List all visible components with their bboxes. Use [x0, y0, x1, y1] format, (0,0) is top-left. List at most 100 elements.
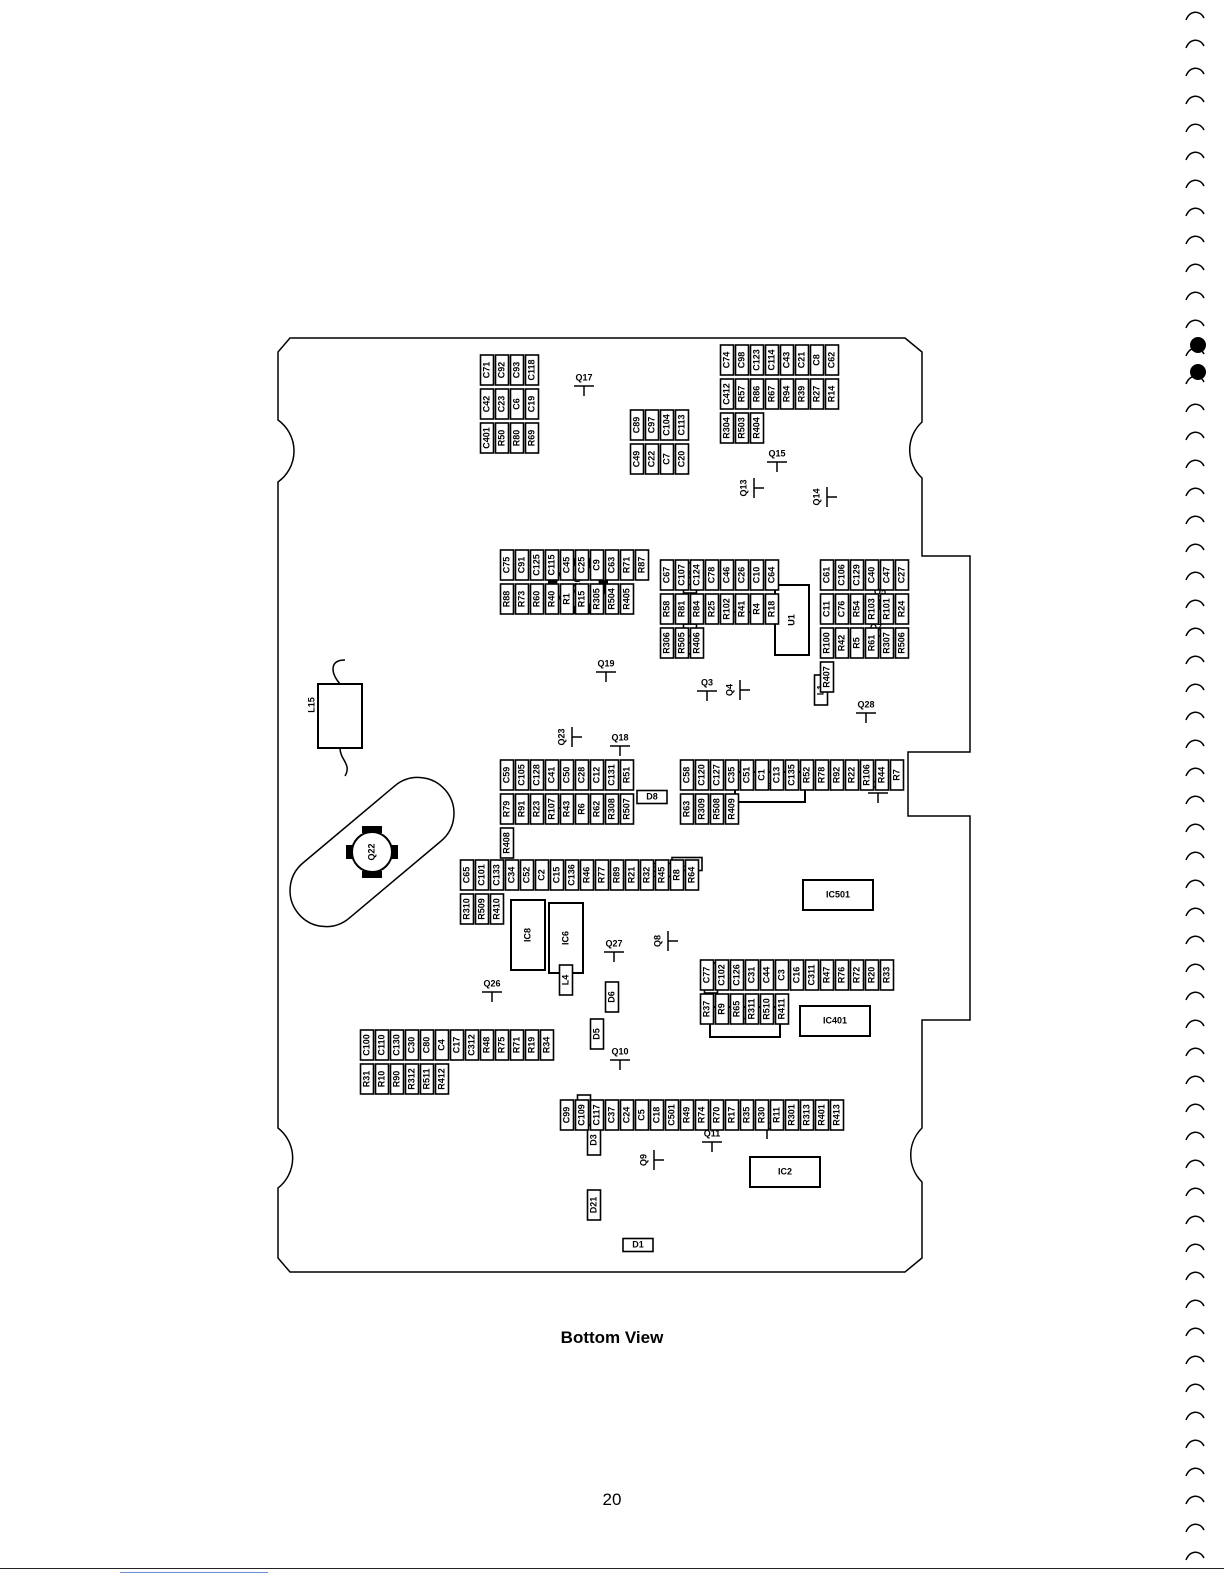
symbol-q9: [653, 1150, 664, 1170]
label-r510: R510: [761, 998, 771, 1020]
label-r1: R1: [561, 593, 571, 605]
label-r67: R67: [766, 386, 776, 403]
label-r88: R88: [501, 591, 511, 608]
pad-r31: [359, 1063, 375, 1095]
page-number: 20: [602, 1490, 622, 1509]
pad-r48: [479, 1029, 495, 1061]
pad-c67: [659, 559, 675, 591]
label-r309: R309: [696, 798, 706, 820]
label-c47: C47: [881, 567, 891, 584]
binding-ring: [1185, 487, 1205, 497]
pad-r30: [754, 1099, 770, 1131]
label-r509: R509: [476, 898, 486, 920]
label-c59: C59: [501, 767, 511, 784]
symbol-q4: [739, 680, 750, 700]
label-r10: R10: [376, 1071, 386, 1088]
pad-r90: [389, 1063, 405, 1095]
label-c46: C46: [721, 567, 731, 584]
pad-c97: [644, 409, 660, 441]
label-r37: R37: [701, 1001, 711, 1018]
binding-ring: [1185, 11, 1205, 21]
label-c8: C8: [811, 354, 821, 366]
pad-r46: [579, 859, 595, 891]
pad-r54: [849, 593, 865, 625]
pad-c22: [644, 443, 660, 475]
pad-r100: [819, 627, 835, 659]
label-c114: C114: [766, 349, 776, 370]
pad-r15: [574, 583, 590, 615]
pad-c115: [544, 549, 560, 581]
pad-r57: [734, 378, 750, 410]
symbol-q13: [753, 478, 764, 498]
label-c104: C104: [661, 414, 671, 436]
pad-r305: [589, 583, 605, 615]
pad-r67: [764, 378, 780, 410]
label-c65: C65: [461, 867, 471, 884]
pad-c135: [784, 759, 800, 791]
label-r74: R74: [696, 1107, 706, 1124]
pad-c76: [834, 593, 850, 625]
pad-r407: [819, 661, 835, 693]
label-c35: C35: [726, 767, 736, 784]
label-q19: Q19: [597, 658, 614, 668]
label-l28: L28: [684, 570, 694, 586]
pad-r103: [864, 593, 880, 625]
pad-r41: [734, 593, 750, 625]
binding-ring: [1185, 459, 1205, 469]
label-q17: Q17: [575, 372, 592, 382]
label-r71: R71: [621, 557, 631, 574]
label-d3: D3: [588, 1134, 598, 1146]
pad-r408: [499, 827, 515, 859]
label-c27: C27: [896, 567, 906, 584]
label-r50: R50: [496, 430, 506, 447]
pad-c44: [759, 959, 775, 991]
pad-c128: [529, 759, 545, 791]
pad-c24: [619, 1099, 635, 1131]
pad-c12: [589, 759, 605, 791]
label-c61: C61: [821, 567, 831, 584]
pad-r23: [529, 793, 545, 825]
label-c51: C51: [741, 767, 751, 784]
label-c71: C71: [481, 362, 491, 379]
label-c26: C26: [736, 567, 746, 584]
label-r19: R19: [526, 1037, 536, 1054]
label-r506: R506: [896, 632, 906, 654]
binding-ring: [1185, 627, 1205, 637]
label-r40: R40: [546, 591, 556, 608]
label-c120: C120: [696, 764, 706, 786]
pad-d8: [636, 789, 668, 805]
binding-ring: [1185, 235, 1205, 245]
ic-ic501: [802, 879, 874, 911]
label-c136: C136: [566, 864, 576, 886]
pad-c65: [459, 859, 475, 891]
pad-r14: [824, 378, 840, 410]
label-c117: C117: [591, 1104, 601, 1125]
pad-r42: [834, 627, 850, 659]
label-r70: R70: [711, 1107, 721, 1124]
pad-c74: [719, 344, 735, 376]
label-r313: R313: [801, 1104, 811, 1126]
label-r31: R31: [361, 1071, 371, 1088]
binding-ring: [1185, 879, 1205, 889]
pad-r311: [744, 993, 760, 1025]
binding-ring: [1185, 1103, 1205, 1113]
binding-ring: [1185, 1243, 1205, 1253]
label-q18: Q18: [611, 732, 628, 742]
label-r101: R101: [881, 598, 891, 620]
label-c6: C6: [511, 398, 521, 410]
pad-r19: [524, 1029, 540, 1061]
label-r14: R14: [826, 386, 836, 403]
label-q9: Q9: [638, 1154, 648, 1166]
binding-ring: [1185, 403, 1205, 413]
label-c37: C37: [606, 1107, 616, 1124]
label-c78: C78: [706, 567, 716, 584]
label-c13: C13: [771, 767, 781, 784]
pad-r5: [849, 627, 865, 659]
pad-r24: [894, 593, 910, 625]
label-c62: C62: [826, 352, 836, 369]
label-r33: R33: [881, 967, 891, 984]
pad-r62: [589, 793, 605, 825]
pad-r94: [779, 378, 795, 410]
label-q4: Q4: [724, 684, 734, 696]
label-c2: C2: [536, 869, 546, 881]
